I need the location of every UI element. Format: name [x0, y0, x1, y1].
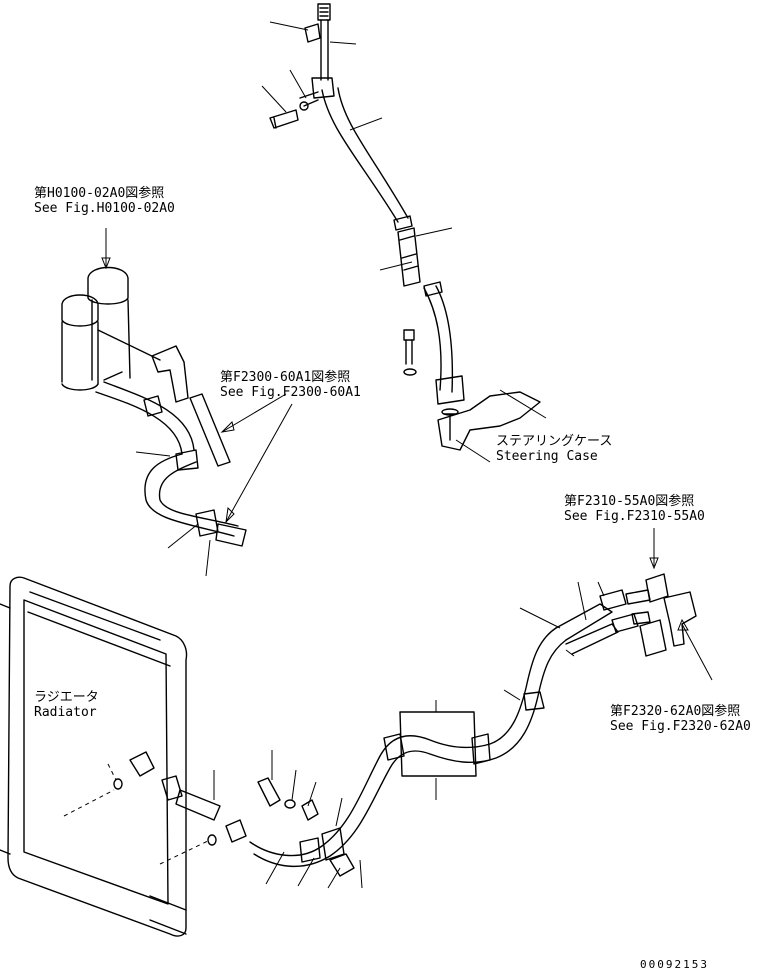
ref-f2310-en: See Fig.F2310-55A0: [564, 509, 705, 524]
label-radiator: ラジエータ Radiator: [34, 690, 99, 720]
radiator-jp: ラジエータ: [34, 690, 99, 705]
ref-f2310-jp: 第F2310-55A0図参照: [564, 494, 695, 509]
f2300-leaders: [220, 393, 293, 524]
ref-f2310: 第F2310-55A0図参照 See Fig.F2310-55A0: [564, 494, 705, 524]
radiator-en: Radiator: [34, 705, 97, 720]
ref-h0100-en: See Fig.H0100-02A0: [34, 201, 175, 216]
ref-f2320-en: See Fig.F2320-62A0: [610, 719, 751, 734]
ref-f2300: 第F2300-60A1図参照 See Fig.F2300-60A1: [220, 370, 361, 400]
steering-case-jp: ステアリングケース: [496, 434, 613, 449]
radiator: [0, 576, 217, 937]
tank-assembly: [61, 228, 247, 577]
ref-f2300-en: See Fig.F2300-60A1: [220, 385, 361, 400]
filler-tube-assembly: [261, 3, 547, 463]
ref-f2320: 第F2320-62A0図参照 See Fig.F2320-62A0: [610, 704, 751, 734]
label-steering-case: ステアリングケース Steering Case: [496, 434, 612, 464]
cooler-line: [175, 528, 713, 889]
ref-h0100-jp: 第H0100-02A0図参照: [34, 186, 165, 201]
document-number: 00092153: [640, 958, 709, 971]
steering-case-en: Steering Case: [496, 449, 598, 464]
ref-f2320-jp: 第F2320-62A0図参照: [610, 704, 741, 719]
ref-f2300-jp: 第F2300-60A1図参照: [220, 370, 351, 385]
ref-h0100: 第H0100-02A0図参照 See Fig.H0100-02A0: [34, 186, 175, 216]
